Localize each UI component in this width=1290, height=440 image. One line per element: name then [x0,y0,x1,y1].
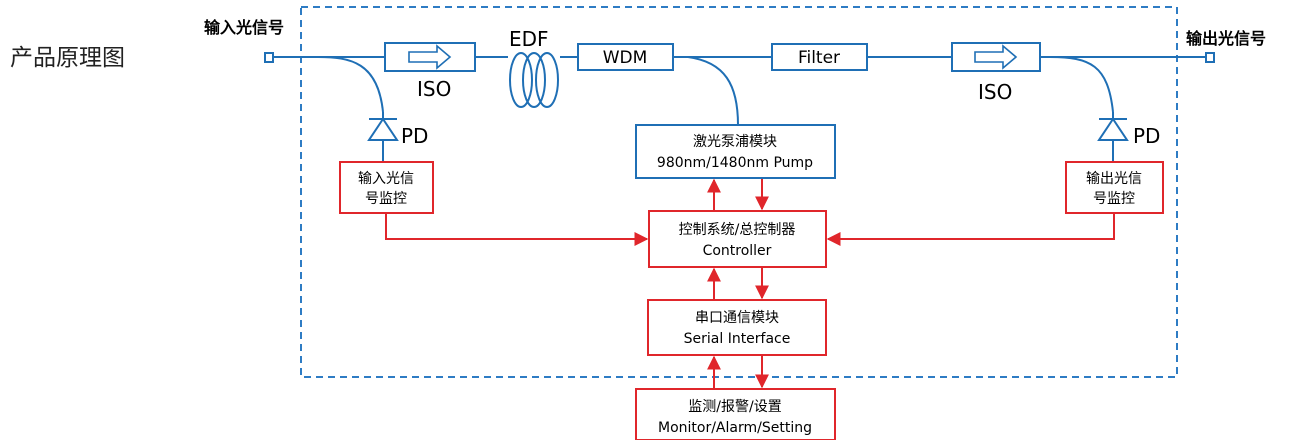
output-monitor-line1: 输出光信 [1086,171,1142,187]
input-monitor-box [339,161,434,214]
page-heading: 产品原理图 [10,45,125,71]
output-monitor-line2: 号监控 [1093,191,1135,207]
output-port [1205,52,1215,63]
input-monitor-line1: 输入光信 [358,171,414,187]
iso-right-label: ISO [978,80,1012,104]
edf-coil-icon [509,52,559,108]
monitor-alarm-title: 监测/报警/设置 [688,399,781,415]
photodiode-right-icon [1097,112,1129,162]
pd-left-label: PD [401,124,428,148]
photodiode-left-icon [367,112,399,162]
monitor-alarm-box [635,388,836,440]
edf-label: EDF [509,27,549,51]
serial-interface-title: 串口通信模块 [695,310,779,326]
pump-feed-fiber [687,56,739,126]
filter-label: Filter [798,48,840,68]
output-tap-fiber [1049,56,1114,113]
controller-title: 控制系统/总控制器 [679,222,796,238]
pump-module-title: 激光泵浦模块 [693,133,777,150]
input-port [264,52,274,63]
output-signal-label: 输出光信号 [1186,29,1266,48]
input-monitor-line2: 号监控 [365,191,407,207]
monitor-alarm-subtitle: Monitor/Alarm/Setting [658,420,812,436]
wdm-box [577,43,674,71]
serial-interface-box [647,299,827,356]
input-tap-fiber [317,56,384,113]
arrow-output-monitor-to-controller [826,213,1115,246]
pd-right-label: PD [1133,124,1160,148]
iso-left-label: ISO [417,77,451,101]
isolator-right [951,42,1041,72]
pump-module-box [635,124,836,179]
module-dashed-border [300,6,1178,378]
controller-box [648,210,827,268]
isolator-left [384,42,476,72]
control-arrows [385,178,1115,389]
pump-module-subtitle: 980nm/1480nm Pump [657,155,813,171]
input-signal-label: 输入光信号 [204,18,284,37]
wdm-label: WDM [603,48,648,68]
controller-subtitle: Controller [703,243,772,259]
serial-interface-subtitle: Serial Interface [684,331,791,347]
arrow-input-monitor-to-controller [385,213,649,246]
filter-box [771,43,868,71]
